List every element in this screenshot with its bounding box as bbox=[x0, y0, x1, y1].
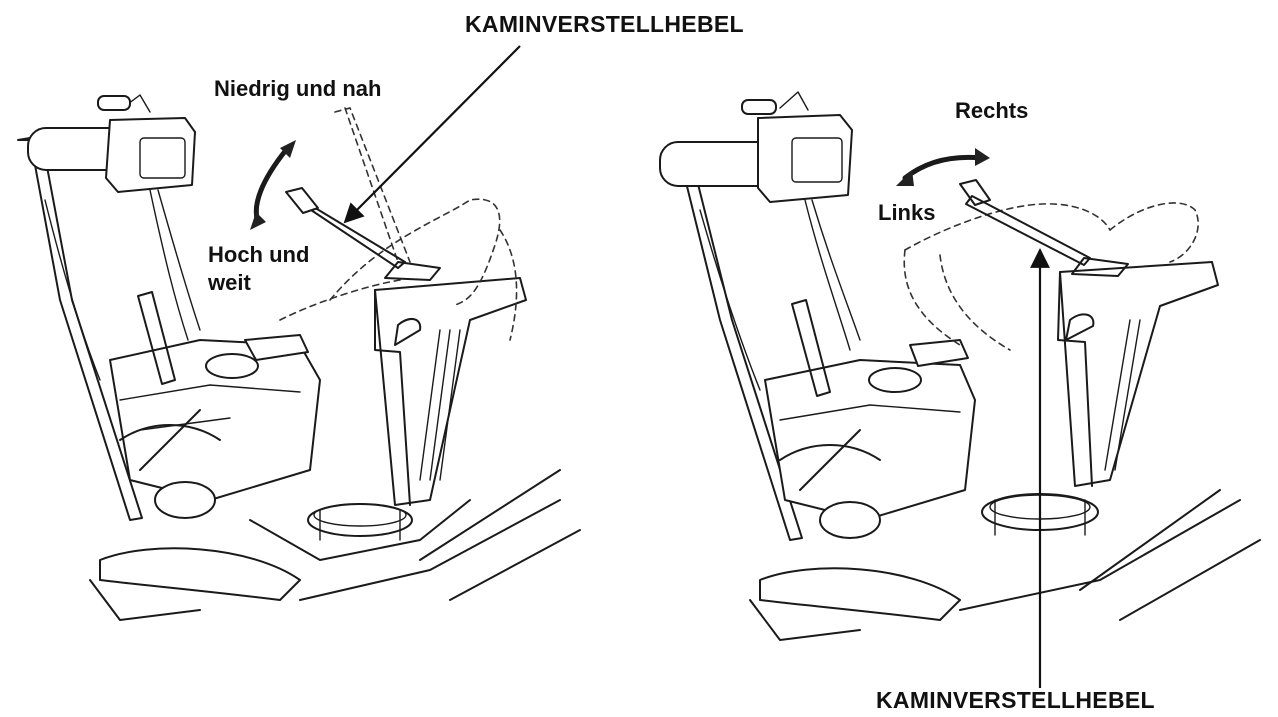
left-motion-down-label-line1: Hoch und bbox=[208, 242, 309, 267]
right-motion-left-label: Links bbox=[878, 200, 935, 225]
left-callout-label: KAMINVERSTELLHEBEL bbox=[465, 11, 744, 37]
left-callout-leader bbox=[343, 45, 521, 224]
left-motion-up-label: Niedrig und nah bbox=[214, 76, 381, 101]
right-motion-right-label: Rechts bbox=[955, 98, 1028, 123]
right-snowblower-illustration bbox=[659, 91, 1261, 641]
right-callout-label: KAMINVERSTELLHEBEL bbox=[876, 687, 1155, 713]
left-snowblower-illustration bbox=[17, 94, 581, 621]
left-motion-down-label-line2: weit bbox=[207, 270, 251, 295]
